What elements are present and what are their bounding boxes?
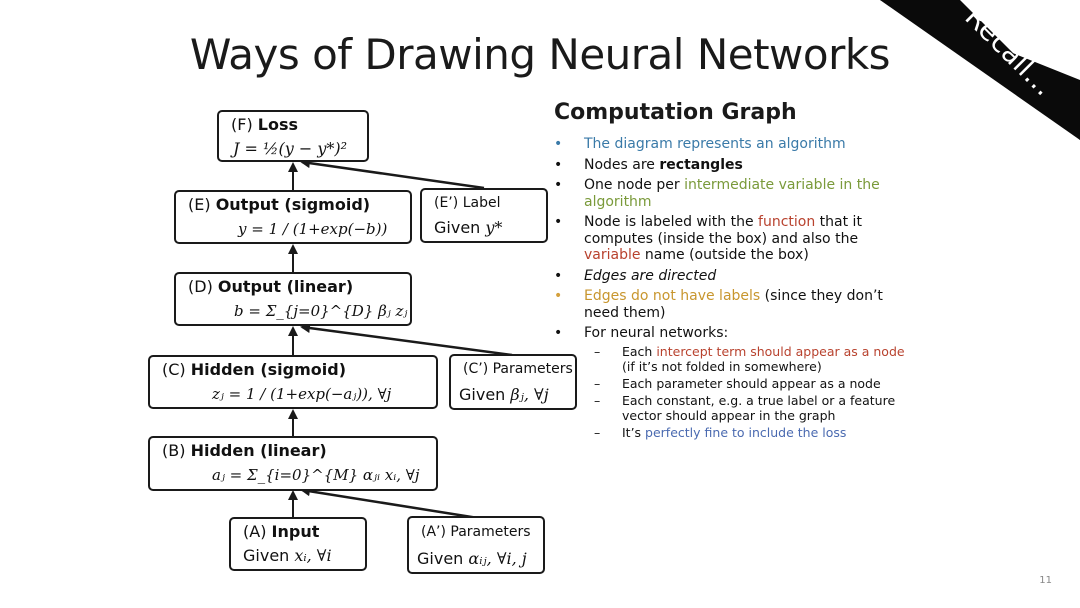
node-c-tag: (C): [162, 360, 186, 379]
node-eprime-label: (E’) Label Given y*: [420, 188, 548, 243]
edge-eprime-to-f: [300, 158, 485, 190]
node-cprime-tag: (C’): [463, 361, 489, 377]
node-c-formula: zⱼ = 1 / (1+exp(−aⱼ)), ∀j: [212, 385, 392, 403]
node-eprime-var: y*: [485, 218, 503, 237]
node-d-name: Output (linear): [217, 277, 354, 296]
sub-intercept: Each intercept term should appear as a n…: [584, 344, 912, 374]
computation-graph-bullets: The diagram represents an algorithm Node…: [552, 136, 912, 444]
node-d-output-linear: (D) Output (linear) b = Σ_{j=0}^{D} βⱼ z…: [174, 272, 412, 326]
node-aprime-name: Parameters: [450, 524, 531, 540]
node-e-name: Output (sigmoid): [215, 195, 371, 214]
node-a-given: Given: [243, 546, 290, 565]
bullet-node-labeled: Node is labeled with the function that i…: [552, 214, 912, 264]
node-f-name: Loss: [257, 115, 299, 134]
node-e-output-sigmoid: (E) Output (sigmoid) y = 1 / (1+exp(−b)): [174, 190, 412, 244]
node-a-tag: (A): [243, 522, 267, 541]
node-aprime-tag: (A’): [421, 524, 446, 540]
neural-network-subbullets: Each intercept term should appear as a n…: [584, 344, 912, 440]
node-e-formula: y = 1 / (1+exp(−b)): [238, 220, 388, 238]
node-c-hidden-sigmoid: (C) Hidden (sigmoid) zⱼ = 1 / (1+exp(−aⱼ…: [148, 355, 438, 409]
node-d-formula: b = Σ_{j=0}^{D} βⱼ zⱼ: [234, 302, 408, 320]
node-a-var: xᵢ, ∀i: [294, 546, 332, 565]
node-eprime-tag: (E’): [434, 195, 459, 211]
bullet-rectangles: Nodes are rectangles: [552, 157, 912, 174]
node-b-formula: aⱼ = Σ_{i=0}^{M} αⱼᵢ xᵢ, ∀j: [212, 466, 420, 484]
node-f-formula: J = ½(y − y*)²: [233, 139, 348, 158]
node-f-tag: (F): [231, 115, 253, 134]
node-c-name: Hidden (sigmoid): [190, 360, 347, 379]
node-b-tag: (B): [162, 441, 186, 460]
node-aprime-var: αᵢⱼ, ∀i, j: [468, 549, 527, 568]
node-a-input: (A) Input Given xᵢ, ∀i: [229, 517, 367, 571]
node-eprime-given: Given: [434, 218, 481, 237]
page-number: 11: [1039, 575, 1052, 586]
sub-parameter: Each parameter should appear as a node: [584, 376, 912, 391]
node-eprime-name: Label: [462, 195, 501, 211]
bullet-edges-directed: Edges are directed: [552, 268, 912, 285]
node-b-name: Hidden (linear): [190, 441, 327, 460]
edge-cprime-to-d: [300, 323, 513, 357]
bullet-edges-no-labels: Edges do not have labels (since they don…: [552, 288, 912, 321]
edge-aprime-to-b: [300, 486, 479, 520]
bullet-one-node: One node per intermediate variable in th…: [552, 177, 912, 210]
node-cprime-given: Given: [459, 385, 506, 404]
node-aprime-parameters: (A’) Parameters Given αᵢⱼ, ∀i, j: [407, 516, 545, 574]
slide-title: Ways of Drawing Neural Networks: [189, 30, 891, 79]
computation-graph-heading: Computation Graph: [554, 100, 797, 125]
bullet-neural-networks: For neural networks: Each intercept term…: [552, 325, 912, 440]
sub-loss: It’s perfectly fine to include the loss: [584, 425, 912, 440]
node-e-tag: (E): [188, 195, 211, 214]
node-cprime-var: βⱼ, ∀j: [510, 385, 549, 404]
node-d-tag: (D): [188, 277, 213, 296]
node-a-name: Input: [271, 522, 320, 541]
node-b-hidden-linear: (B) Hidden (linear) aⱼ = Σ_{i=0}^{M} αⱼᵢ…: [148, 436, 438, 491]
bullet-algorithm: The diagram represents an algorithm: [552, 136, 912, 153]
sub-constant: Each constant, e.g. a true label or a fe…: [584, 393, 912, 423]
node-aprime-given: Given: [417, 549, 464, 568]
node-f-loss: (F) Loss J = ½(y − y*)²: [217, 110, 369, 162]
